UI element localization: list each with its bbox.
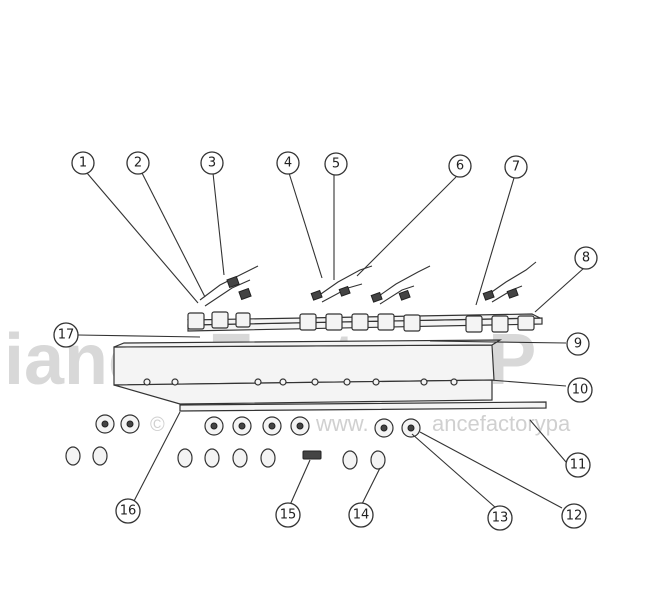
callout-9: 9 [566,332,590,356]
pilot-assemblies [199,261,537,307]
front-panel [113,339,503,405]
callout-5: 5 [324,152,348,176]
svg-text:5: 5 [332,157,340,172]
callout-13: 13 [487,505,513,531]
svg-text:14: 14 [353,508,370,523]
callout-markers: 1 2 3 4 5 6 7 8 [53,151,598,531]
svg-text:7: 7 [512,160,520,175]
callout-1: 1 [71,151,95,175]
callout-8: 8 [574,246,598,270]
svg-text:8: 8 [582,251,590,266]
svg-text:15: 15 [280,508,297,523]
small-clip [302,450,322,460]
kick-strip [179,401,547,412]
callout-16: 16 [115,498,141,524]
callout-6: 6 [448,154,472,178]
callout-4: 4 [276,151,300,175]
leader-lines [77,172,585,509]
svg-text:17: 17 [58,328,75,343]
callout-7: 7 [504,155,528,179]
callout-2: 2 [126,151,150,175]
svg-text:6: 6 [456,159,464,174]
callout-11: 11 [565,452,591,478]
callout-15: 15 [275,502,301,528]
control-knobs [95,414,421,438]
callout-12: 12 [561,503,587,529]
watermark-url-left: © [150,414,165,436]
svg-text:10: 10 [572,383,589,398]
knob-inserts [65,446,386,470]
svg-text:12: 12 [566,509,583,524]
svg-text:13: 13 [492,511,509,526]
svg-text:16: 16 [120,504,137,519]
valve-row [187,311,535,333]
svg-text:1: 1 [79,156,87,171]
callout-10: 10 [567,377,593,403]
watermark-url-middle: www. [315,411,369,436]
svg-text:9: 9 [574,337,582,352]
callout-3: 3 [200,151,224,175]
watermark-url-right: ancefactorypa [432,411,571,436]
svg-text:4: 4 [284,156,292,171]
callout-14: 14 [348,502,374,528]
svg-text:11: 11 [570,458,587,473]
svg-text:3: 3 [208,156,216,171]
svg-text:2: 2 [134,156,142,171]
callout-17: 17 [53,322,79,348]
